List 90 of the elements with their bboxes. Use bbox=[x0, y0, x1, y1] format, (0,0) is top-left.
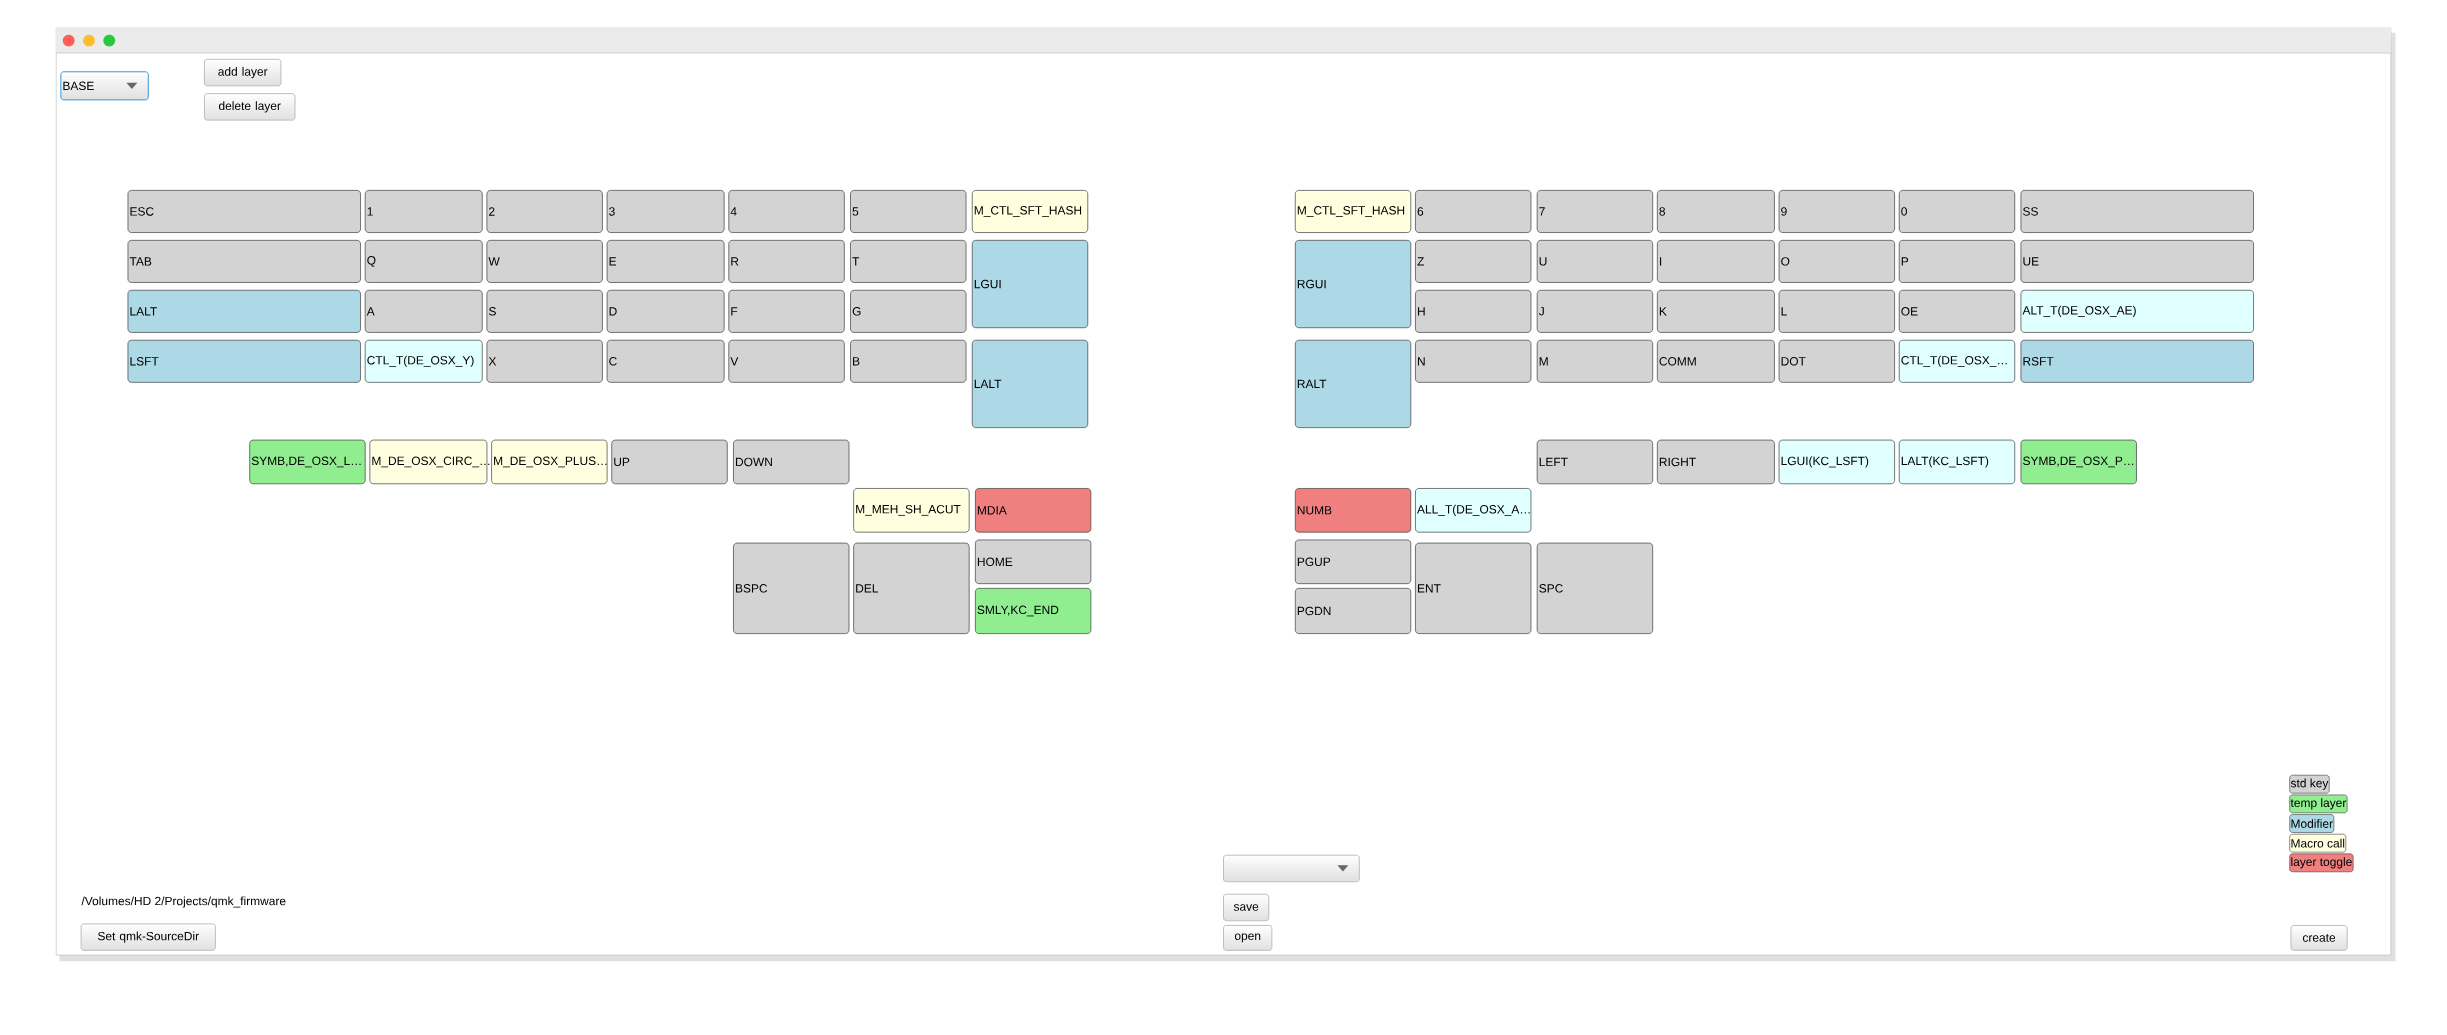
key: CTL_T(DE_OSX_… bbox=[1898, 340, 2016, 383]
button: create bbox=[2290, 925, 2348, 951]
key: LALT bbox=[127, 290, 361, 333]
key: HOME bbox=[975, 539, 1092, 585]
key: U bbox=[1536, 240, 1654, 283]
key: P bbox=[1898, 240, 2016, 283]
legend-item: std key bbox=[2289, 775, 2330, 794]
button: add layer bbox=[204, 59, 282, 87]
key: DEL bbox=[853, 542, 970, 635]
key: 3 bbox=[606, 190, 725, 234]
key: COMM bbox=[1657, 340, 1775, 383]
key: LGUI bbox=[971, 240, 1089, 329]
key: LALT bbox=[971, 340, 1089, 429]
key: SYMB,DE_OSX_P… bbox=[2020, 439, 2137, 485]
key: E bbox=[606, 240, 725, 283]
key: CTL_T(DE_OSX_Y) bbox=[364, 340, 483, 383]
key: O bbox=[1778, 240, 1895, 283]
key: LEFT bbox=[1536, 439, 1654, 485]
key: SPC bbox=[1536, 542, 1654, 635]
key: DOWN bbox=[733, 439, 850, 485]
dropdown: BASE bbox=[60, 71, 149, 101]
path-text: /Volumes/HD 2/Projects/qmk_firmware bbox=[81, 896, 286, 908]
key: 7 bbox=[1536, 190, 1654, 234]
legend-item: Modifier bbox=[2289, 814, 2335, 833]
key: X bbox=[486, 340, 603, 383]
key: PGDN bbox=[1294, 588, 1412, 635]
key: M_MEH_SH_ACUT bbox=[853, 488, 970, 533]
key: 9 bbox=[1778, 190, 1895, 234]
key: OE bbox=[1898, 290, 2016, 333]
key: V bbox=[728, 340, 845, 383]
key: M_CTL_SFT_HASH bbox=[1294, 190, 1412, 234]
key: Q bbox=[364, 240, 483, 283]
legend-item: Macro call bbox=[2289, 834, 2347, 853]
key: ENT bbox=[1415, 542, 1532, 635]
key: ALL_T(DE_OSX_A… bbox=[1415, 488, 1532, 533]
key: RIGHT bbox=[1657, 439, 1775, 485]
key: DOT bbox=[1778, 340, 1895, 383]
key: ALT_T(DE_OSX_AE) bbox=[2020, 290, 2254, 333]
key: 8 bbox=[1657, 190, 1775, 234]
key: W bbox=[486, 240, 603, 283]
key: UP bbox=[611, 439, 728, 485]
key: RALT bbox=[1294, 340, 1412, 429]
key: BSPC bbox=[733, 542, 850, 635]
key: M_DE_OSX_CIRC_… bbox=[369, 439, 490, 485]
key: UE bbox=[2020, 240, 2254, 283]
key: 2 bbox=[486, 190, 603, 234]
key: 6 bbox=[1415, 190, 1532, 234]
key: LGUI(KC_LSFT) bbox=[1778, 439, 1895, 485]
key: A bbox=[364, 290, 483, 333]
button: save bbox=[1223, 893, 1270, 922]
key: RSFT bbox=[2020, 340, 2254, 383]
button: open bbox=[1223, 925, 1273, 951]
legend-item: layer toggle bbox=[2289, 853, 2354, 873]
key: G bbox=[850, 290, 967, 333]
key: TAB bbox=[127, 240, 361, 283]
key: M_DE_OSX_PLUS… bbox=[491, 439, 608, 485]
button: Set qmk-SourceDir bbox=[80, 923, 216, 951]
key: L bbox=[1778, 290, 1895, 333]
key: 0 bbox=[1898, 190, 2016, 234]
key: SMLY,KC_END bbox=[975, 588, 1092, 635]
key: C bbox=[606, 340, 725, 383]
key: F bbox=[728, 290, 845, 333]
key: SS bbox=[2020, 190, 2254, 234]
key: M_CTL_SFT_HASH bbox=[971, 190, 1089, 234]
key: S bbox=[486, 290, 603, 333]
legend-item: temp layer bbox=[2289, 794, 2348, 814]
key: H bbox=[1415, 290, 1532, 333]
key: N bbox=[1415, 340, 1532, 383]
key: MDIA bbox=[975, 488, 1092, 533]
key: ESC bbox=[127, 190, 361, 234]
key: LSFT bbox=[127, 340, 361, 383]
key: 5 bbox=[850, 190, 967, 234]
button: delete layer bbox=[204, 93, 296, 121]
key: I bbox=[1657, 240, 1775, 283]
key: D bbox=[606, 290, 725, 333]
key: SYMB,DE_OSX_L… bbox=[249, 439, 366, 485]
key: 4 bbox=[728, 190, 845, 234]
key: B bbox=[850, 340, 967, 383]
key: R bbox=[728, 240, 845, 283]
key: Z bbox=[1415, 240, 1532, 283]
key: PGUP bbox=[1294, 539, 1412, 585]
dropdown bbox=[1223, 854, 1360, 883]
key: J bbox=[1536, 290, 1654, 333]
key: 1 bbox=[364, 190, 483, 234]
key: T bbox=[850, 240, 967, 283]
key: LALT(KC_LSFT) bbox=[1898, 439, 2016, 485]
key: NUMB bbox=[1294, 488, 1412, 533]
key: K bbox=[1657, 290, 1775, 333]
key: RGUI bbox=[1294, 240, 1412, 329]
key: M bbox=[1536, 340, 1654, 383]
